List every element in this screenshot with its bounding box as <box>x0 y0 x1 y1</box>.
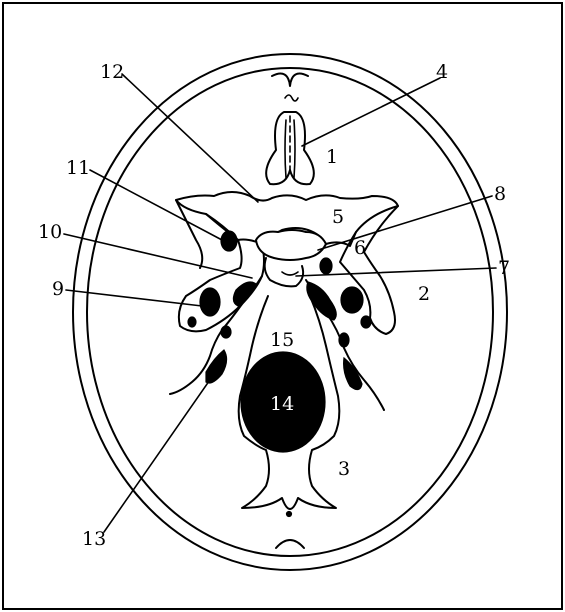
label-12: 12 <box>100 61 124 83</box>
label-15: 15 <box>270 329 294 351</box>
label-10: 10 <box>38 221 62 243</box>
left-small-foramen <box>188 317 196 327</box>
left-foramen-rotundum <box>221 231 237 251</box>
label-14: 14 <box>270 393 294 415</box>
label-13: 13 <box>82 528 106 550</box>
right-foramen-ovale <box>341 287 363 313</box>
label-4: 4 <box>436 61 448 83</box>
occipital-notch <box>276 540 304 548</box>
right-foramen-rotundum <box>320 258 332 274</box>
leader-line-13 <box>104 374 214 532</box>
label-5: 5 <box>332 206 344 228</box>
label-7: 7 <box>498 257 510 279</box>
label-11: 11 <box>66 157 90 179</box>
label-1: 1 <box>326 146 338 168</box>
falx-wave-mark <box>285 95 298 101</box>
leader-line-12 <box>122 74 258 202</box>
left-jugular-foramen <box>206 350 227 383</box>
label-9: 9 <box>52 278 64 300</box>
left-foramen-ovale <box>200 288 220 316</box>
falx-top-notch <box>272 74 308 86</box>
label-3: 3 <box>338 458 350 480</box>
right-foramen-spinosum <box>361 316 371 328</box>
right-jugular-foramen <box>339 333 349 347</box>
label-6: 6 <box>354 237 366 259</box>
label-2: 2 <box>418 283 430 305</box>
sella-turcica <box>256 230 326 260</box>
right-carotid-canal <box>307 282 336 320</box>
internal-occipital-protuberance <box>287 512 292 517</box>
dorsum-inner-line <box>282 272 298 275</box>
left-foramen-spinosum <box>221 326 231 338</box>
label-8: 8 <box>494 183 506 205</box>
